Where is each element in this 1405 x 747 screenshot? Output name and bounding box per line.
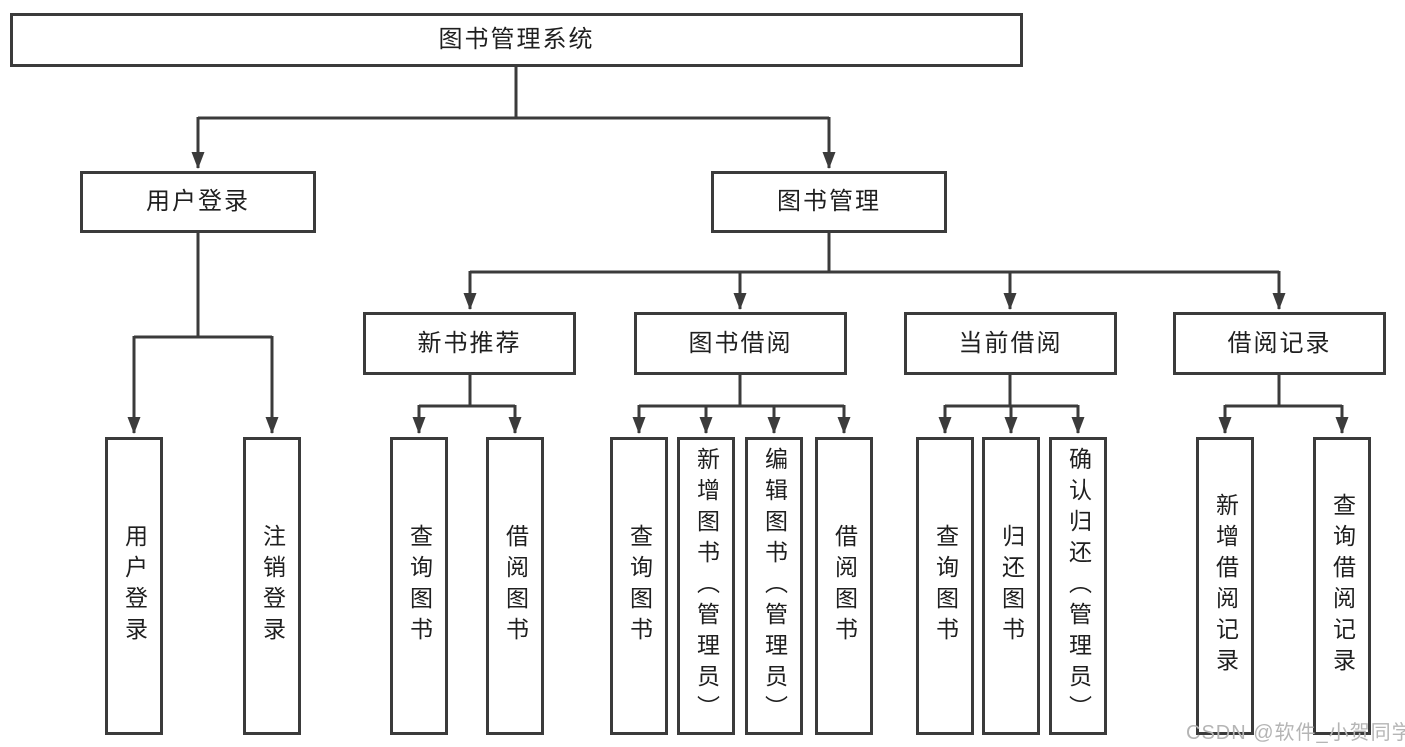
node-system-root: 图书管理系统 bbox=[10, 13, 1023, 67]
leaf-borrow-books-1-label: 借阅图书 bbox=[502, 524, 529, 648]
leaf-add-borrow-record: 新增借阅记录 bbox=[1196, 437, 1254, 735]
leaf-borrow-books-1: 借阅图书 bbox=[486, 437, 544, 735]
leaf-edit-books-admin-label: 编辑图书（管理员） bbox=[761, 446, 788, 726]
node-book-management: 图书管理 bbox=[711, 171, 947, 233]
leaf-edit-books-admin: 编辑图书（管理员） bbox=[745, 437, 803, 735]
node-current-borrowing: 当前借阅 bbox=[904, 312, 1117, 375]
leaf-confirm-return-admin: 确认归还（管理员） bbox=[1049, 437, 1107, 735]
node-user-login-label: 用户登录 bbox=[146, 188, 250, 215]
leaf-query-borrow-record-label: 查询借阅记录 bbox=[1329, 493, 1356, 679]
leaf-query-books-2: 查询图书 bbox=[610, 437, 668, 735]
leaf-logout-label: 注销登录 bbox=[259, 524, 286, 648]
leaf-add-books-admin: 新增图书（管理员） bbox=[677, 437, 735, 735]
leaf-query-books-2-label: 查询图书 bbox=[626, 524, 653, 648]
node-user-login: 用户登录 bbox=[80, 171, 316, 233]
leaf-query-books-3-label: 查询图书 bbox=[932, 524, 959, 648]
node-book-borrowing-label: 图书借阅 bbox=[688, 329, 793, 357]
leaf-add-borrow-record-label: 新增借阅记录 bbox=[1212, 493, 1239, 679]
leaf-logout: 注销登录 bbox=[243, 437, 301, 735]
connector-current-borrow-drop bbox=[945, 375, 1078, 408]
leaf-borrow-books-2: 借阅图书 bbox=[815, 437, 873, 735]
node-new-book-recommend: 新书推荐 bbox=[363, 312, 576, 375]
node-book-management-label: 图书管理 bbox=[777, 188, 881, 215]
leaf-return-books: 归还图书 bbox=[982, 437, 1040, 735]
leaf-return-books-label: 归还图书 bbox=[998, 524, 1025, 648]
node-book-borrowing: 图书借阅 bbox=[634, 312, 847, 375]
leaf-user-login: 用户登录 bbox=[105, 437, 163, 735]
leaf-add-books-admin-label: 新增图书（管理员） bbox=[693, 446, 720, 726]
csdn-watermark: CSDN @软件_小贺同学 bbox=[1186, 722, 1405, 744]
node-current-borrowing-label: 当前借阅 bbox=[958, 329, 1063, 357]
leaf-query-books-1-label: 查询图书 bbox=[406, 524, 433, 648]
node-system-root-label: 图书管理系统 bbox=[438, 26, 595, 53]
connector-book-borrow-drop bbox=[639, 375, 844, 408]
leaf-confirm-return-admin-label: 确认归还（管理员） bbox=[1065, 446, 1092, 726]
connector-new-books-drop bbox=[419, 375, 515, 408]
leaf-user-login-label: 用户登录 bbox=[121, 524, 148, 648]
leaf-query-borrow-record: 查询借阅记录 bbox=[1313, 437, 1371, 735]
leaf-query-books-1: 查询图书 bbox=[390, 437, 448, 735]
connector-book-mgmt-drop bbox=[470, 233, 1279, 274]
connector-borrow-records-drop bbox=[1225, 375, 1342, 408]
leaf-borrow-books-2-label: 借阅图书 bbox=[831, 524, 858, 648]
connector-user-login-drop bbox=[134, 233, 272, 339]
leaf-query-books-3: 查询图书 bbox=[916, 437, 974, 735]
node-new-book-recommend-label: 新书推荐 bbox=[417, 329, 522, 357]
node-borrowing-records: 借阅记录 bbox=[1173, 312, 1386, 375]
connector-root-drop bbox=[198, 67, 829, 120]
node-borrowing-records-label: 借阅记录 bbox=[1227, 329, 1332, 357]
